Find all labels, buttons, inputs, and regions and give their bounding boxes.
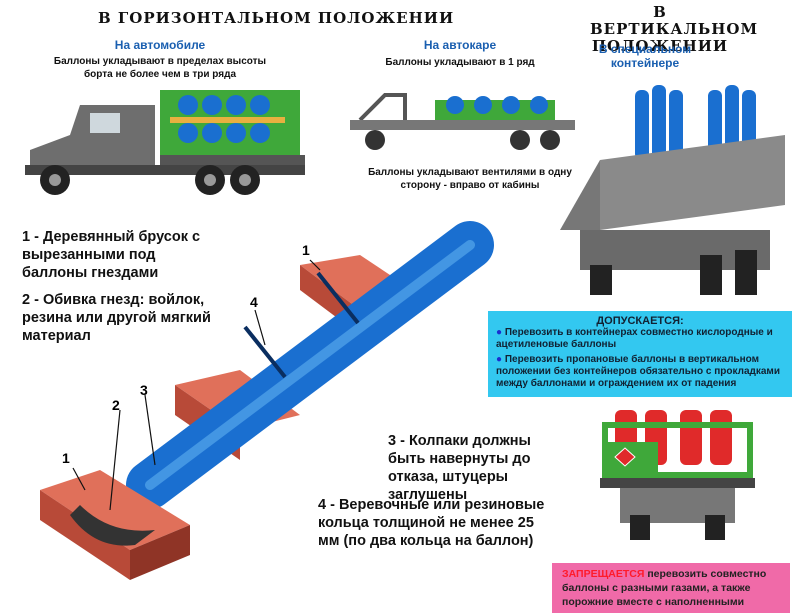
vertical-title-line1: В ВЕРТИКАЛЬНОМ: [590, 3, 759, 38]
forbidden-box: ЗАПРЕЩАЕТСЯ перевозить совместно баллоны…: [552, 563, 790, 613]
allowed-title: ДОПУСКАЕТСЯ:: [596, 315, 684, 327]
forbidden-keyword: ЗАПРЕЩАЕТСЯ: [562, 568, 645, 580]
container-truck-illustration: [600, 410, 755, 540]
bullet-icon: ●: [496, 354, 505, 365]
note-3: 3 - Колпаки должны быть навернуты до отк…: [388, 433, 531, 503]
callout-3: 3: [140, 382, 148, 398]
callout-4: 4: [250, 294, 258, 310]
cylinders-rows: [178, 95, 270, 143]
allowed-item-text: Перевозить в контейнерах совместно кисло…: [496, 327, 773, 350]
note-1: 1 - Деревянный брусок с вырезанными под …: [22, 229, 201, 281]
truck-caption: Баллоны укладывают в пределах высоты бор…: [53, 56, 267, 80]
callout-1-lower: 1: [62, 450, 70, 466]
allowed-item: ● Перевозить в контейнерах совместно кис…: [496, 327, 784, 351]
vertical-truck-illustration: [560, 85, 785, 295]
cart-caption: Баллоны укладывают в 1 ряд: [385, 57, 535, 68]
allowed-item-text: Перевозить пропановые баллоны в вертикал…: [496, 354, 780, 389]
note-4: 4 - Веревочные или резиновые кольца толщ…: [318, 497, 545, 549]
callout-1-upper: 1: [302, 242, 310, 258]
bullet-icon: ●: [496, 327, 505, 338]
cart-illustration: [350, 93, 575, 150]
cylinder-on-blocks-illustration: 1 2 3 4 1: [40, 221, 494, 580]
truck-illustration: [25, 90, 305, 195]
allowed-item: ● Перевозить пропановые баллоны в вертик…: [496, 354, 784, 390]
vertical-title-line2: ПОЛОЖЕНИИ: [591, 37, 729, 55]
forbidden-text: перевозить совместно баллоны с разными г…: [562, 568, 767, 608]
cart-label: На автокаре: [423, 38, 497, 52]
horizontal-title: В ГОРИЗОНТАЛЬНОМ ПОЛОЖЕНИИ: [98, 9, 455, 27]
allowed-box: ДОПУСКАЕТСЯ: ● Перевозить в контейнерах …: [488, 311, 792, 397]
callout-2: 2: [112, 397, 120, 413]
truck-label: На автомобиле: [114, 38, 206, 52]
container-label: В специальном контейнере: [598, 42, 692, 70]
cart-caption-2: Баллоны укладывают вентилями в одну стор…: [368, 167, 572, 191]
note-2: 2 - Обивка гнезд: войлок, резина или дру…: [22, 292, 211, 344]
